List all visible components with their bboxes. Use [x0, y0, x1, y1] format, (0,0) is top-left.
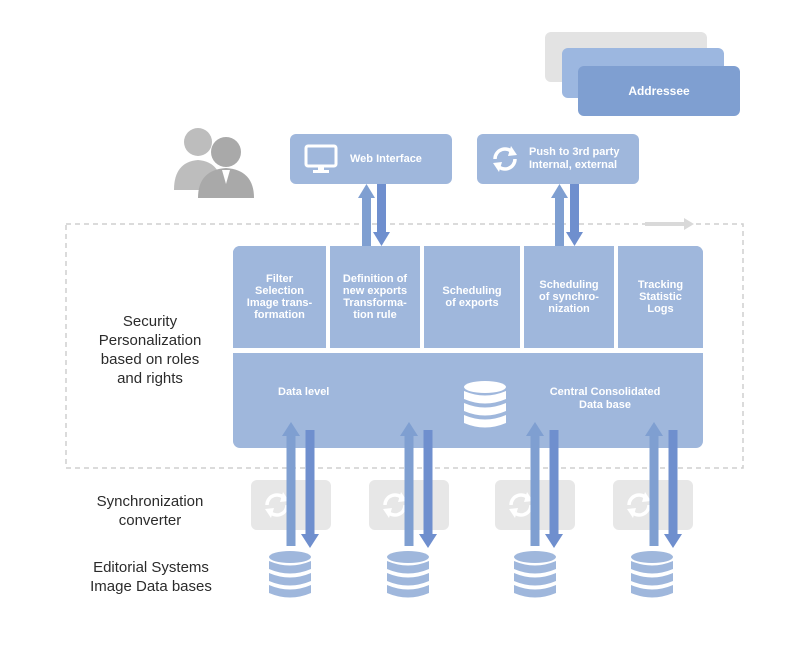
- flow-arrow-icon: [645, 218, 694, 230]
- module-filter: Filter Selection Image trans- formation: [233, 246, 326, 348]
- editorial-database-icon: [269, 551, 311, 598]
- module-tracking: Tracking Statistic Logs: [618, 246, 703, 348]
- sync-icon: [493, 146, 517, 172]
- module-definition: Definition of new exports Transforma- ti…: [330, 246, 420, 348]
- web-interface-box: Web Interface: [290, 134, 452, 184]
- editorial-database-icon: [631, 551, 673, 598]
- sync-down-arrow: [664, 430, 682, 548]
- sync-up-arrow: [526, 422, 544, 546]
- sync-down-arrow: [419, 430, 437, 548]
- editorial-label: Editorial Systems Image Data bases: [90, 559, 212, 595]
- database-icon: [464, 381, 506, 428]
- push-box: Push to 3rd party Internal, external: [477, 134, 639, 184]
- push-down-arrow: [566, 184, 583, 246]
- push-label: Push to 3rd party Internal, external: [529, 146, 620, 171]
- data-level-label: Data level: [278, 386, 330, 398]
- security-label: Security Personalization based on roles …: [98, 313, 202, 387]
- sync-down-arrow: [545, 430, 563, 548]
- sync-up-arrow: [645, 422, 663, 546]
- monitor-icon: [304, 144, 338, 173]
- sync-converter-label: Synchronization converter: [96, 493, 204, 529]
- sync-up-arrow: [400, 422, 418, 546]
- push-up-arrow: [551, 184, 568, 246]
- sync-converter-icon: [627, 492, 651, 518]
- web-up-arrow: [358, 184, 375, 246]
- editorial-database-icon: [514, 551, 556, 598]
- central-db-label: Central Consolidated Data base: [549, 386, 661, 411]
- sync-up-arrow: [282, 422, 300, 546]
- users-icon: [174, 128, 254, 198]
- sync-down-arrow: [301, 430, 319, 548]
- module-scheduling-sync: Scheduling of synchro- nization: [524, 246, 614, 348]
- module-scheduling-exports: Scheduling of exports: [424, 246, 520, 348]
- web-down-arrow: [373, 184, 390, 246]
- addressee-label: Addressee: [628, 84, 690, 98]
- addressee-card: Addressee: [578, 66, 740, 116]
- editorial-database-icon: [387, 551, 429, 598]
- web-interface-label: Web Interface: [350, 153, 422, 165]
